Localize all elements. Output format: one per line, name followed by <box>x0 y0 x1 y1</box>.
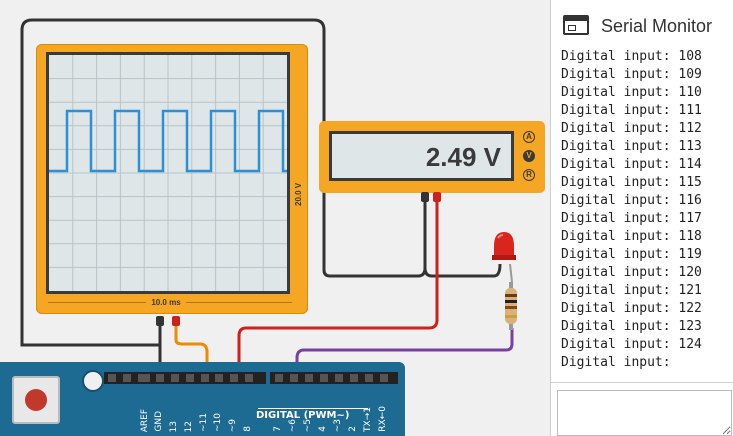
pin-label: AREF <box>140 408 150 432</box>
pin-label: TX→1 <box>363 407 373 432</box>
pin-label: 8 <box>243 426 253 432</box>
serial-line: Digital input: 111 <box>561 103 702 118</box>
header-pin[interactable] <box>350 374 358 382</box>
header-pin[interactable] <box>138 374 146 382</box>
header-pin[interactable] <box>186 374 194 382</box>
resistor[interactable] <box>504 282 518 330</box>
serial-line: Digital input: 120 <box>561 265 702 280</box>
wires <box>20 18 514 372</box>
meter-probe-black[interactable] <box>421 192 429 202</box>
pin-label: ~10 <box>213 413 223 432</box>
square-wave-trace <box>49 109 287 173</box>
monitor-window-icon <box>563 15 589 35</box>
header-pin[interactable] <box>215 374 223 382</box>
wire-resistor-purple <box>295 328 514 372</box>
serial-line: Digital input: 117 <box>561 211 702 226</box>
mode-ohmmeter-button[interactable]: R <box>523 169 535 181</box>
header-pin[interactable] <box>305 374 313 382</box>
mounting-hole <box>82 370 104 392</box>
pin-label: GND <box>154 411 164 432</box>
serial-divider <box>551 382 733 383</box>
header-pin[interactable] <box>335 374 343 382</box>
time-per-div-label: 10.0 ms <box>146 298 186 307</box>
header-pin[interactable] <box>123 374 131 382</box>
pin-label: RX←0 <box>378 406 388 432</box>
serial-line: Digital input: 124 <box>561 337 702 352</box>
serial-line: Digital input: 121 <box>561 283 702 298</box>
header-pin[interactable] <box>320 374 328 382</box>
pin-label: 13 <box>169 420 179 432</box>
serial-line: Digital input: 115 <box>561 175 702 190</box>
header-pin[interactable] <box>245 374 253 382</box>
multimeter-reading: 2.49 V <box>425 142 501 172</box>
scope-probe-red[interactable] <box>172 316 180 326</box>
serial-line: Digital input: 109 <box>561 67 702 82</box>
wire-led-resistor <box>509 263 513 283</box>
serial-line: Digital input: 112 <box>561 121 702 136</box>
header-pin[interactable] <box>275 374 283 382</box>
oscilloscope-screen <box>46 52 290 294</box>
header-pin[interactable] <box>290 374 298 382</box>
pin-label: 12 <box>184 420 194 432</box>
mode-ammeter-button[interactable]: A <box>523 131 535 143</box>
header-pin[interactable] <box>142 374 150 382</box>
meter-probe-red[interactable] <box>433 192 441 202</box>
pin-label: 7 <box>273 426 283 432</box>
pin-label: ~11 <box>199 413 209 432</box>
wire-probe-signal <box>174 324 209 372</box>
header-pin[interactable] <box>365 374 373 382</box>
wire-gnd-led <box>423 263 502 278</box>
serial-line: Digital input: 122 <box>561 301 702 316</box>
serial-monitor-header: Serial Monitor <box>551 0 733 46</box>
digital-bar <box>258 408 368 409</box>
pin-label: ~9 <box>228 418 238 432</box>
serial-line: Digital input: 108 <box>561 49 702 64</box>
red-led[interactable] <box>491 230 517 264</box>
serial-input-field[interactable] <box>557 390 732 436</box>
serial-line: Digital input: <box>561 355 679 370</box>
multimeter[interactable]: 2.49 V A V R <box>319 121 545 193</box>
reset-button[interactable] <box>12 376 60 424</box>
serial-line: Digital input: 119 <box>561 247 702 262</box>
serial-line: Digital input: 113 <box>561 139 702 154</box>
serial-line: Digital input: 114 <box>561 157 702 172</box>
oscilloscope-plot <box>49 55 287 291</box>
pin-label: 2 <box>348 426 358 432</box>
digital-pwm-label: DIGITAL (PWM~) <box>256 410 350 421</box>
header-pin[interactable] <box>230 374 238 382</box>
serial-line: Digital input: 116 <box>561 193 702 208</box>
wire-meter-red <box>237 198 439 372</box>
scope-probe-black[interactable] <box>156 316 164 326</box>
volts-per-div-label: 20.0 V <box>294 182 303 206</box>
oscilloscope[interactable]: 20.0 V 10.0 ms <box>36 44 308 314</box>
serial-line: Digital input: 110 <box>561 85 702 100</box>
header-pin[interactable] <box>108 374 116 382</box>
header-pin[interactable] <box>380 374 388 382</box>
serial-monitor-title: Serial Monitor <box>601 16 713 36</box>
header-pin[interactable] <box>156 374 164 382</box>
mode-voltmeter-button[interactable]: V <box>523 150 535 162</box>
header-pin[interactable] <box>171 374 179 382</box>
wire-gnd-loop <box>20 18 427 347</box>
serial-line: Digital input: 118 <box>561 229 702 244</box>
serial-line: Digital input: 123 <box>561 319 702 334</box>
circuit-canvas[interactable]: 20.0 V 10.0 ms 2.49 V A V R AREF GND 13 <box>0 0 550 436</box>
multimeter-display: 2.49 V <box>329 131 514 181</box>
header-pin[interactable] <box>201 374 209 382</box>
pin-label: 4 <box>318 426 328 432</box>
